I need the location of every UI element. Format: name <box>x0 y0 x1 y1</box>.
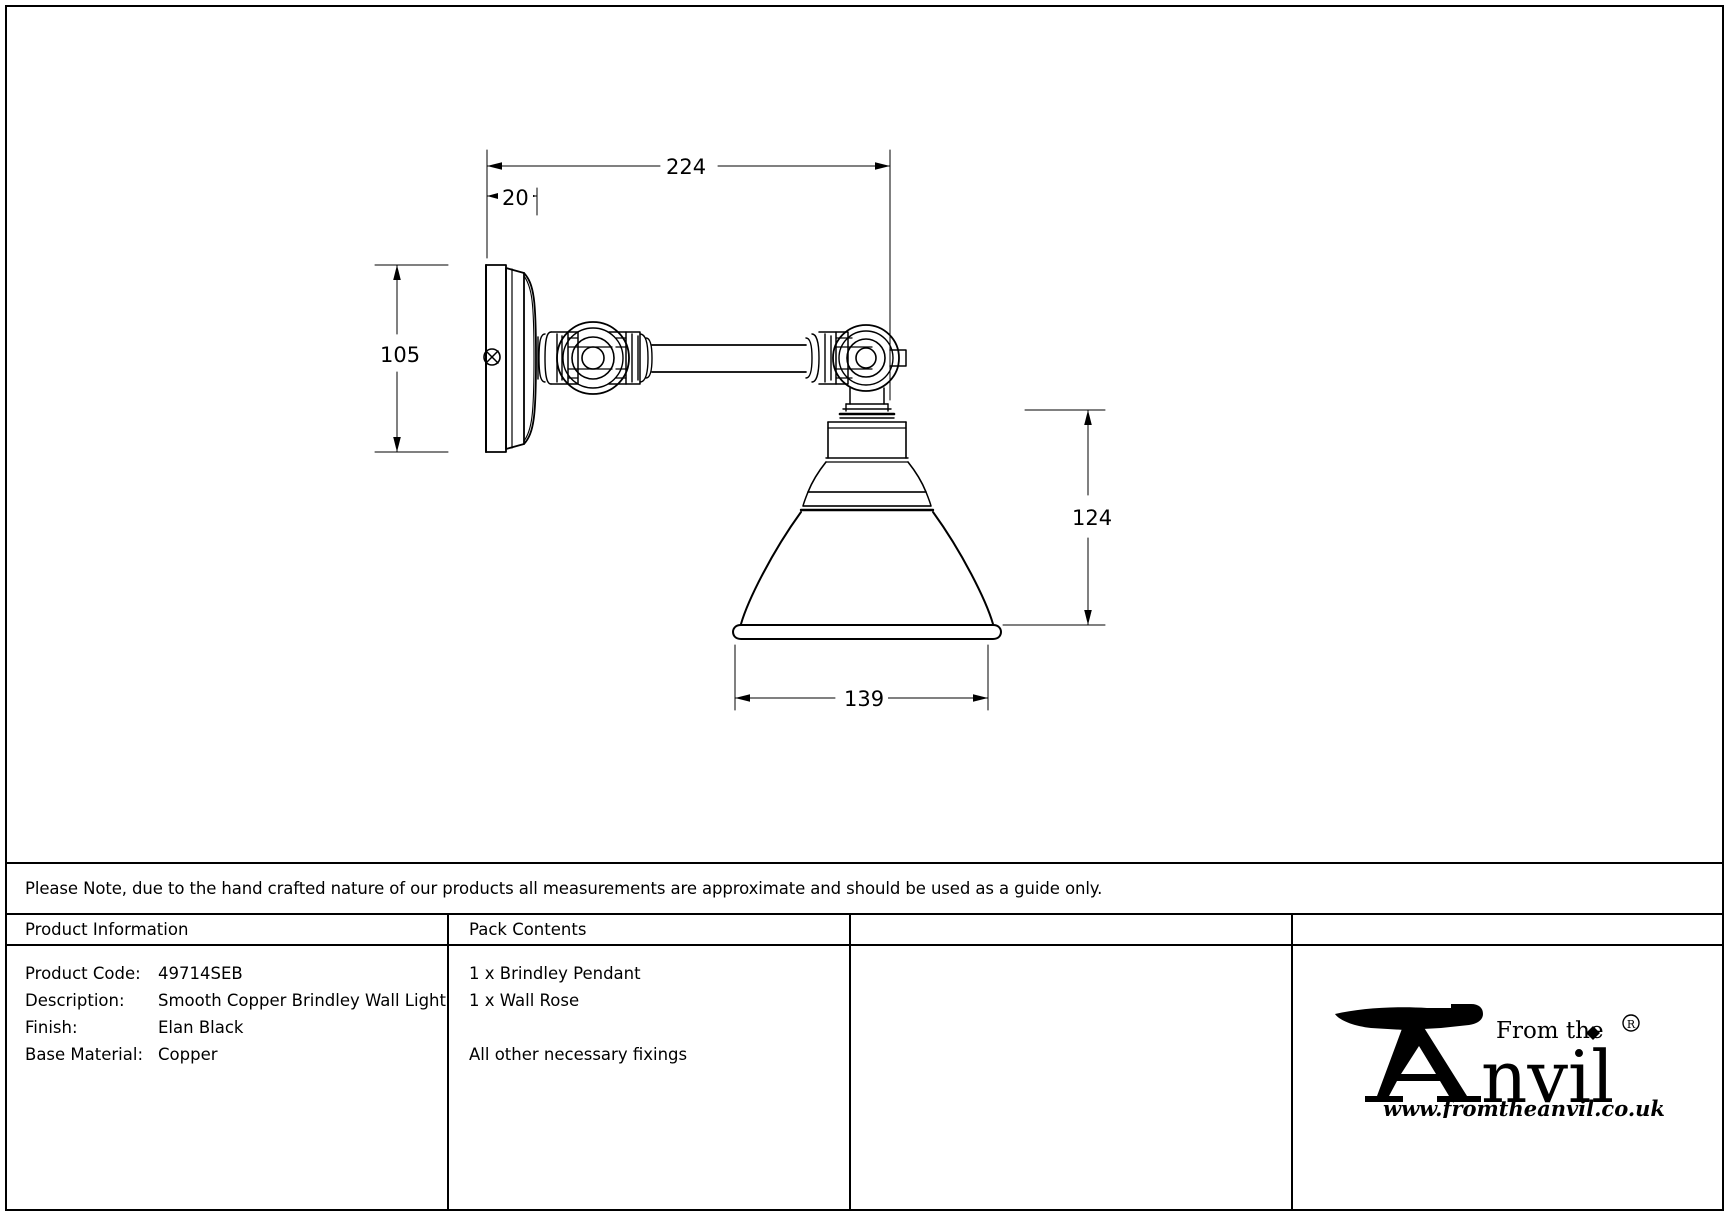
spec-value: Smooth Copper Brindley Wall Light <box>158 991 446 1010</box>
pack-item: 1 x Brindley Pendant <box>469 964 641 983</box>
disclaimer-text: Please Note, due to the hand crafted nat… <box>25 879 1103 898</box>
dimension-label-224: 224 <box>662 155 711 179</box>
spec-key: Description: <box>25 991 125 1010</box>
header-product-information: Product Information <box>5 915 449 944</box>
logo-website-text: www.fromtheanvil.co.uk <box>1383 1096 1665 1118</box>
spec-row-base-material: Base Material: Copper <box>25 1041 447 1068</box>
spec-value: 49714SEB <box>158 964 243 983</box>
table-body-row: Product Code: 49714SEB Description: Smoo… <box>5 946 1724 1211</box>
product-information-cell: Product Code: 49714SEB Description: Smoo… <box>5 946 449 1211</box>
dimension-label-105: 105 <box>376 343 425 367</box>
logo-nvil-text: nvil <box>1481 1035 1614 1118</box>
logo-letter-a <box>1365 1026 1481 1102</box>
spec-row-finish: Finish: Elan Black <box>25 1014 447 1041</box>
logo-from-the-text: From the <box>1496 1018 1604 1044</box>
spec-row-description: Description: Smooth Copper Brindley Wall… <box>25 987 447 1014</box>
disclaimer-row: Please Note, due to the hand crafted nat… <box>5 862 1724 915</box>
pack-contents-cell: 1 x Brindley Pendant 1 x Wall Rose All o… <box>449 946 851 1211</box>
blank-cell-3 <box>851 946 1293 1211</box>
spec-row-product-code: Product Code: 49714SEB <box>25 960 447 987</box>
dimension-label-20: 20 <box>498 186 533 210</box>
header-pack-contents: Pack Contents <box>449 915 851 944</box>
sheet-border <box>5 5 1724 1211</box>
registered-trademark-icon: R <box>1622 1014 1640 1032</box>
dimension-label-124: 124 <box>1068 506 1117 530</box>
dimension-label-139: 139 <box>840 687 889 711</box>
spec-key: Product Code: <box>25 964 141 983</box>
logo-cell: From the nvil R www.fromtheanvil.co.uk <box>1293 946 1724 1211</box>
header-blank-3 <box>851 915 1293 944</box>
pack-item: 1 x Wall Rose <box>469 991 580 1010</box>
spec-value: Elan Black <box>158 1018 244 1037</box>
product-information-list: Product Code: 49714SEB Description: Smoo… <box>5 946 447 1068</box>
svg-text:R: R <box>1627 1018 1636 1031</box>
anvil-logo-svg: From the nvil R www.fromtheanvil.co.uk <box>1335 1004 1665 1118</box>
spec-key: Finish: <box>25 1018 78 1037</box>
anvil-icon <box>1335 1004 1483 1030</box>
pack-spacer <box>469 1014 849 1041</box>
spec-key: Base Material: <box>25 1045 144 1064</box>
pack-contents-list: 1 x Brindley Pendant 1 x Wall Rose All o… <box>449 946 849 1068</box>
brand-logo: From the nvil R www.fromtheanvil.co.uk <box>1331 998 1681 1118</box>
diamond-icon <box>1586 1026 1600 1040</box>
spec-value: Copper <box>158 1045 218 1064</box>
pack-item: All other necessary fixings <box>469 1045 688 1064</box>
header-blank-4 <box>1293 915 1724 944</box>
table-header-row: Product Information Pack Contents <box>5 915 1724 946</box>
